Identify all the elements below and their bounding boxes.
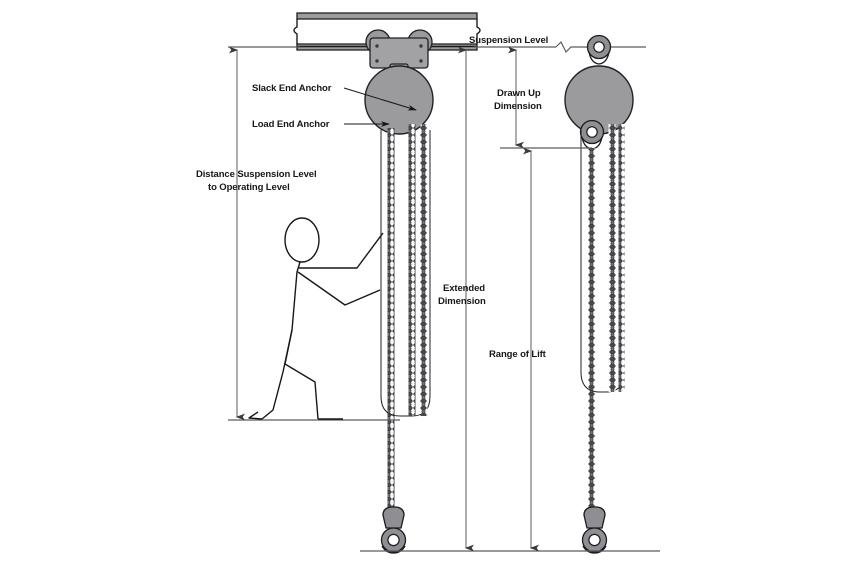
load-chain — [387, 128, 395, 524]
drawn-up-label-line2: Dimension — [494, 101, 542, 112]
trolley-assembly — [365, 29, 433, 73]
operator-foot-back — [248, 411, 263, 420]
hand-chain-strand-b-left — [420, 124, 428, 416]
hand-chain-strand-a-left — [408, 124, 416, 416]
bottom-load-hook-drawn-up-upper — [579, 119, 605, 150]
operator-stick-figure — [248, 217, 384, 420]
operator-leg-front — [284, 363, 319, 420]
hand-chain — [380, 124, 431, 417]
drawn-up-label-line1: Drawn Up — [497, 88, 541, 99]
operator-hip — [284, 329, 293, 365]
load-chain-strand-left — [387, 128, 395, 524]
operator-arm-lower — [297, 271, 381, 306]
load-chain-right — [588, 148, 596, 524]
operator-arm-upper — [299, 232, 384, 269]
extended-label-line2: Dimension — [438, 296, 486, 307]
operator-leg-back — [261, 371, 284, 420]
dimension-drawn-up — [500, 46, 592, 149]
range-of-lift-label: Range of Lift — [489, 349, 547, 360]
top-suspension-hook — [586, 34, 612, 65]
bottom-load-hook-drawn-up — [581, 506, 608, 554]
hoist-body-extended — [364, 65, 434, 135]
extended-label-line1: Extended — [443, 283, 485, 294]
bottom-load-hook-extended — [380, 506, 407, 554]
load-end-anchor-label: Load End Anchor — [252, 119, 330, 130]
hand-chain-strand-b-right — [618, 124, 625, 392]
hand-chain-strand-a-right — [608, 124, 616, 392]
suspension-level-label: Suspension Level — [469, 35, 548, 46]
operator-head — [284, 217, 320, 263]
distance-label-line1: Distance Suspension Level — [196, 169, 317, 180]
hand-chain-right — [580, 124, 625, 393]
distance-label-line2: to Operating Level — [208, 182, 290, 193]
load-chain-strand-right — [588, 148, 596, 524]
slack-end-anchor-leader — [343, 87, 417, 111]
operator-torso — [282, 261, 301, 373]
slack-end-anchor-label: Slack End Anchor — [252, 83, 332, 94]
hoist-gear-housing-left — [364, 65, 434, 135]
